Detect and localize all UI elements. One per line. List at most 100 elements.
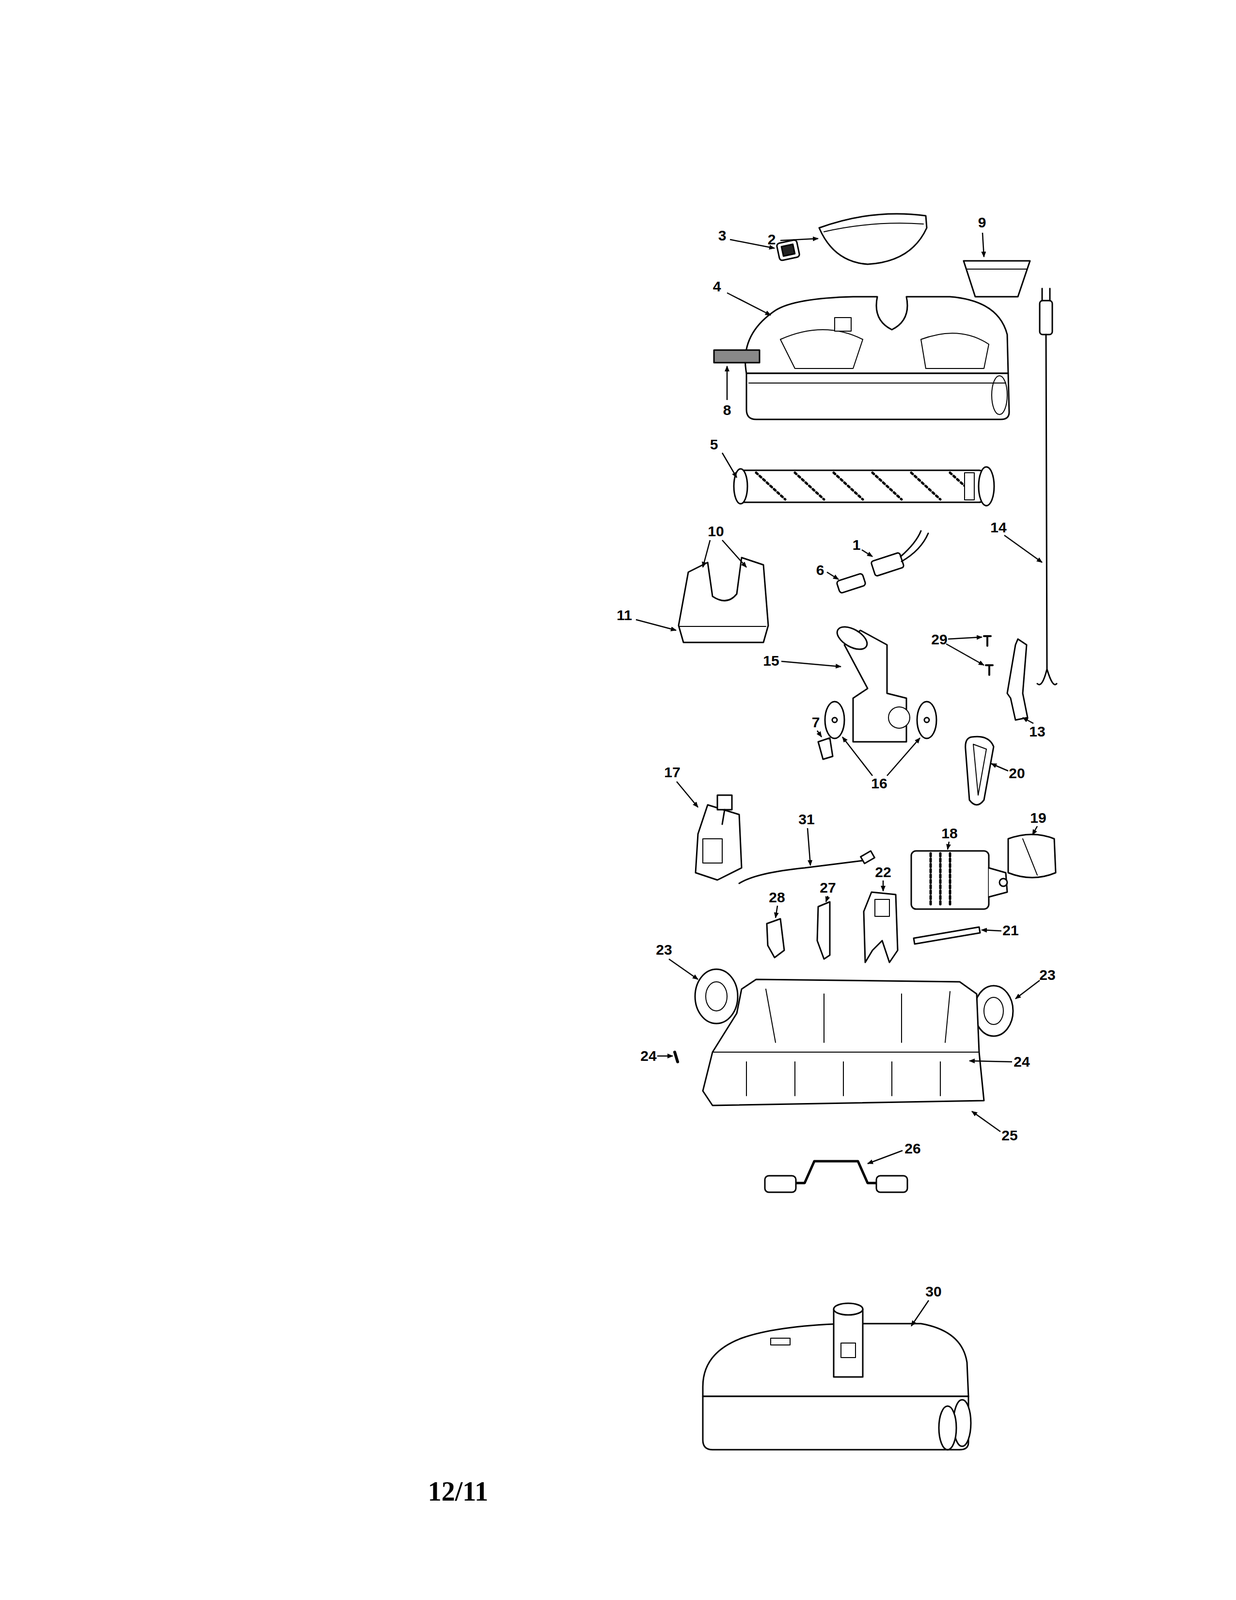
callout-number: 21	[1002, 922, 1019, 938]
leader-arrow	[882, 880, 885, 891]
callout-number: 3	[718, 228, 727, 243]
motor-clip	[874, 899, 890, 917]
leader-arrow	[947, 841, 950, 850]
ground-wire	[860, 850, 875, 864]
switch-assembly	[695, 804, 742, 880]
drive-belt	[965, 736, 994, 805]
washer	[924, 717, 930, 723]
brushroll	[756, 472, 975, 500]
motor	[999, 878, 1008, 887]
grille-insert	[713, 349, 760, 363]
callout-number: 23	[655, 942, 672, 957]
leader-arrow	[781, 661, 841, 667]
leader-arrow	[825, 895, 828, 902]
ground-wire	[739, 860, 863, 884]
callout-number: 15	[762, 653, 779, 668]
base-pan	[712, 1051, 980, 1053]
leader-arrow	[668, 958, 698, 980]
power-cord	[1037, 334, 1057, 685]
rear-axle	[794, 1160, 878, 1183]
hood	[746, 373, 1010, 420]
power-cord	[1049, 288, 1051, 301]
filter	[966, 268, 1027, 270]
pivot-bracket	[679, 625, 766, 627]
latch	[817, 901, 830, 959]
hood	[748, 382, 1006, 384]
leader-arrow	[726, 365, 729, 400]
small-lens	[776, 239, 801, 261]
callout-number: 17	[664, 764, 681, 780]
callout-number: 24	[640, 1048, 657, 1063]
callout-number: 5	[710, 437, 719, 452]
leader-arrow	[657, 1055, 673, 1057]
wheel	[983, 997, 1004, 1025]
power-cord	[1041, 288, 1044, 301]
base-pan	[702, 979, 984, 1106]
leader-arrow	[727, 292, 771, 316]
connector-plug	[836, 572, 866, 594]
connector-plug	[836, 572, 866, 594]
switch-assembly	[722, 809, 725, 824]
leader-arrow	[867, 1150, 903, 1164]
drive-belt	[973, 744, 987, 795]
leader-arrow	[981, 929, 1002, 931]
callout-number: 26	[904, 1140, 921, 1156]
callout-number: 16	[871, 776, 888, 791]
motor-clip	[863, 891, 898, 963]
motor-band	[1008, 834, 1056, 878]
motor-band	[1008, 834, 1056, 878]
filter	[963, 260, 1030, 297]
wheel	[695, 968, 738, 1024]
leader-arrow	[946, 643, 984, 666]
callout-number: 29	[931, 632, 948, 647]
leader-arrow	[826, 571, 839, 580]
leader-arrow	[676, 781, 698, 808]
leader-arrow	[971, 1110, 1001, 1132]
callout-number: 2	[767, 232, 777, 247]
washer	[824, 701, 937, 739]
wire-connector	[900, 530, 929, 562]
axle-pin	[674, 1051, 678, 1062]
callout-number: 18	[941, 825, 958, 841]
screw	[983, 635, 993, 675]
base-pan	[746, 1061, 941, 1096]
callout-number: 30	[925, 1283, 942, 1299]
callout-number: 11	[616, 607, 633, 623]
leader-arrow	[1032, 825, 1038, 835]
base-pan	[702, 979, 984, 1106]
callout-number: 22	[874, 864, 891, 880]
top-cover	[824, 222, 924, 232]
leader-arrow	[887, 737, 920, 776]
assembled-nozzle	[840, 1342, 856, 1358]
swivel-neck	[833, 621, 872, 654]
latch-small	[766, 918, 785, 958]
callout-number: 28	[768, 889, 785, 905]
leader-arrow	[807, 827, 811, 866]
wire-nut	[818, 737, 833, 760]
motor	[911, 850, 1008, 909]
page-code: 12/11	[427, 1477, 489, 1505]
top-cover	[819, 213, 927, 265]
motor-clip	[863, 891, 898, 963]
callout-number: 7	[811, 714, 821, 730]
leader-arrow	[948, 636, 983, 639]
hood	[920, 332, 989, 369]
leader-arrow	[1015, 980, 1040, 999]
power-cord	[1037, 288, 1057, 685]
pivot-bracket	[678, 557, 769, 643]
leader-arrow	[722, 452, 737, 478]
assembled-nozzle	[770, 1337, 791, 1345]
callout-number: 6	[816, 562, 825, 578]
assembled-nozzle	[702, 1302, 971, 1450]
washer	[917, 701, 937, 739]
filter	[963, 260, 1030, 297]
callout-number: 8	[723, 402, 732, 418]
cord-bracket	[1007, 638, 1028, 720]
latch	[817, 901, 830, 959]
leader-arrow	[635, 619, 677, 631]
rear-axle	[764, 1175, 796, 1192]
brushroll	[978, 466, 995, 506]
drive-belt	[965, 736, 994, 805]
leader-arrow	[775, 905, 778, 918]
